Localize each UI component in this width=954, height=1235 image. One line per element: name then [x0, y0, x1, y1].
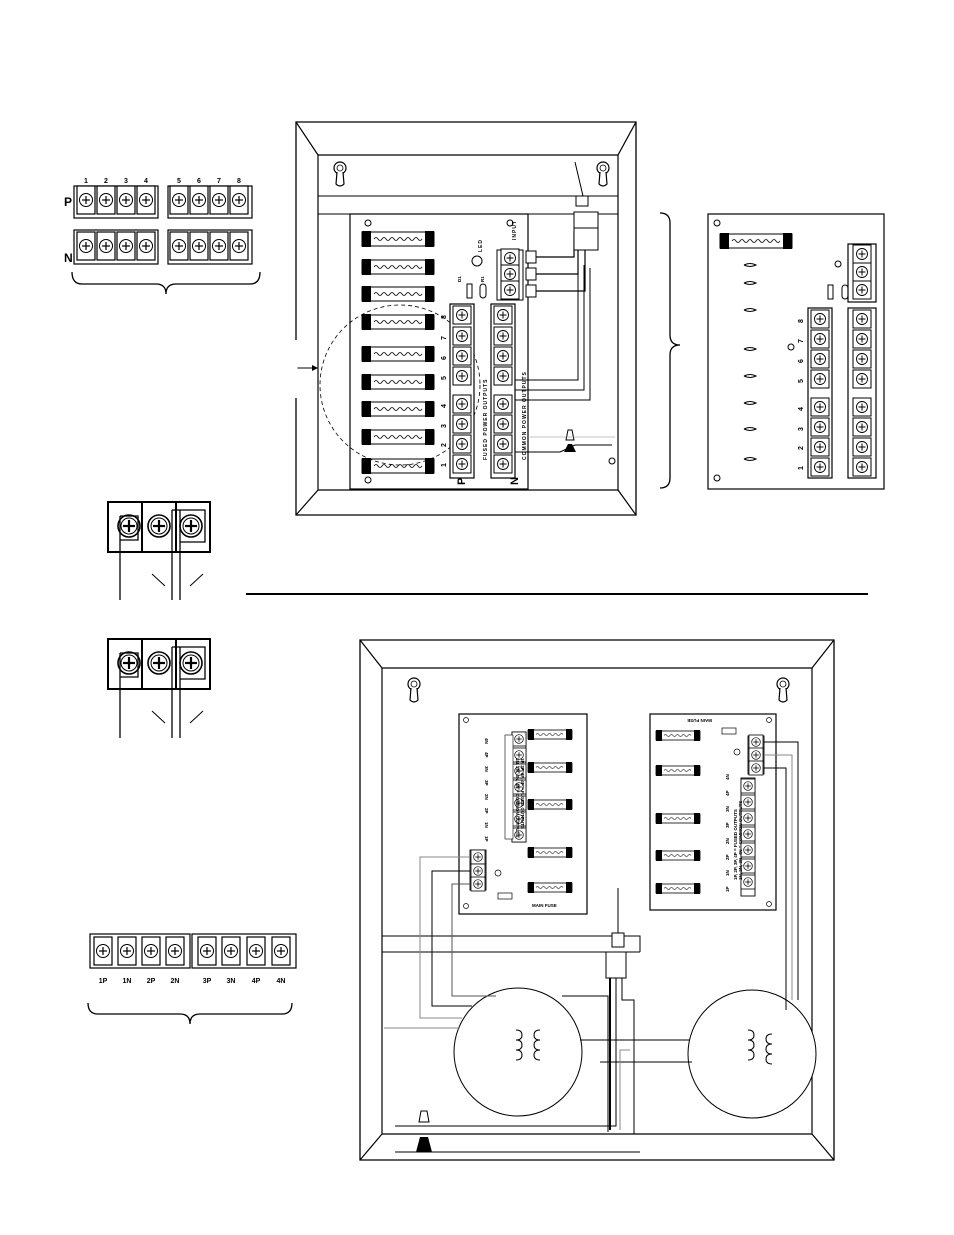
bottom-enclosure: MAIN FUSE 1P, 2P, 3P, 4P = FUSED OUTPUTS… [359, 639, 835, 1161]
terminal-label: 3P [725, 822, 730, 828]
d1-label: D1 [457, 276, 462, 282]
terminal-label: 4P [484, 752, 489, 758]
board-number: 5 [798, 379, 805, 383]
brace [87, 1002, 293, 1025]
main-fuse-label: MAIN FUSE [687, 718, 712, 723]
legend-label: 1N, 2N, 3N, 4N = COMMON OUTPUTS [738, 801, 743, 880]
strip-label: 1N [123, 978, 132, 985]
strip-label: 2N [171, 978, 180, 985]
output-number: 3 [441, 424, 448, 428]
transformer-icon [687, 989, 817, 1119]
top-enclosure: INPUT LED D1 R1 1 2 3 4 5 6 [294, 121, 637, 516]
brace [659, 212, 681, 489]
terminal-detail-upper [107, 501, 211, 600]
terminal-label: 4P [725, 790, 730, 796]
strip-number: 8 [237, 178, 241, 185]
strip-number: 1 [84, 178, 88, 185]
resistor-icon [479, 283, 487, 299]
row-n-label: N [64, 251, 73, 265]
strip-number: 7 [217, 178, 221, 185]
led-icon [471, 255, 483, 267]
strip-label: 1P [99, 978, 108, 985]
r1-label: R1 [480, 276, 485, 282]
strip-labels: 1P 1N 2P 2N 3P 3N 4P 4N [99, 978, 286, 985]
strip-number: 3 [124, 178, 128, 185]
terminal-label: 2N [484, 794, 489, 800]
left-board-terminal-labels: 1P 1N 2P 2N 3P 3N 4P 4N [484, 738, 489, 842]
output-number: 5 [441, 376, 448, 380]
output-number: 8 [441, 315, 448, 319]
strip-label: 3N [227, 978, 236, 985]
right-board-terminal-labels: 1P 1N 2P 2N 3P 3N 4P 4N [725, 774, 730, 892]
fused-power-outputs-label: FUSED POWER OUTPUTS [483, 378, 489, 460]
terminal-label: 3N [725, 806, 730, 812]
board-number: 1 [798, 466, 805, 470]
led-label: LED [478, 239, 484, 252]
board-numbers: 1 2 3 4 5 6 7 8 [798, 319, 805, 470]
board-number: 7 [798, 339, 805, 343]
top-left-terminal-strip: 1 2 3 4 5 6 7 8 P N [64, 178, 261, 295]
terminal-label: 1P [725, 886, 730, 892]
top-right-board: 1 2 3 4 5 6 7 8 [707, 213, 885, 490]
terminal-label: 1P [484, 836, 489, 842]
terminal-label: 2N [725, 838, 730, 844]
output-number: 2 [441, 443, 448, 447]
strip-numbers: 1 2 3 4 5 6 7 8 [84, 178, 241, 185]
fused-output-numbers: 1 2 3 4 5 6 7 8 [441, 315, 448, 467]
terminal-label: 1N [725, 870, 730, 876]
board-number: 2 [798, 446, 805, 450]
output-number: 1 [441, 463, 448, 467]
terminal-detail-lower [107, 638, 211, 738]
strip-label: 3P [203, 978, 212, 985]
strip-label: 4P [252, 978, 261, 985]
p-label: P [456, 478, 468, 485]
strip-label: 2P [147, 978, 156, 985]
board-number: 6 [798, 359, 805, 363]
strip-number: 4 [144, 178, 148, 185]
output-number: 6 [441, 356, 448, 360]
legend-label: 1P, 2P, 3P, 4P = FUSED OUTPUTS [733, 809, 738, 880]
board-number: 4 [798, 407, 805, 411]
transformer-icon [453, 987, 583, 1117]
terminal-label: 4N [725, 774, 730, 780]
terminal-label: 4N [484, 738, 489, 744]
brace [71, 271, 261, 295]
legend-label: 1P, 2P, 3P, 4P = FUSED OUTPUTS [520, 758, 525, 829]
common-power-outputs-label: COMMON POWER OUTPUTS [522, 371, 528, 460]
strip-label: 4N [277, 978, 286, 985]
terminal-label: 2P [725, 854, 730, 860]
strip-number: 5 [177, 178, 181, 185]
strip-number: 6 [197, 178, 201, 185]
board-number: 8 [798, 319, 805, 323]
terminal-label: 3P [484, 780, 489, 786]
strip-number: 2 [104, 178, 108, 185]
output-number: 7 [441, 336, 448, 340]
tamper-switch-icon [575, 195, 589, 207]
legend-label: 1N, 2N, 3N, 4N = COMMON OUTPUTS [515, 758, 520, 837]
tamper-switch-icon [611, 932, 625, 948]
n-label: N [509, 477, 521, 485]
diode-icon [466, 283, 473, 299]
input-label: INPUT [512, 220, 518, 240]
output-number: 4 [441, 404, 448, 408]
terminal-label: 3N [484, 766, 489, 772]
terminal-label: 2P [484, 808, 489, 814]
bottom-left-terminal-strip: 1P 1N 2P 2N 3P 3N 4P 4N [87, 933, 297, 1025]
main-fuse-label: MAIN FUSE [532, 903, 557, 908]
row-p-label: P [64, 195, 72, 209]
terminal-label: 1N [484, 822, 489, 828]
board-number: 3 [798, 427, 805, 431]
